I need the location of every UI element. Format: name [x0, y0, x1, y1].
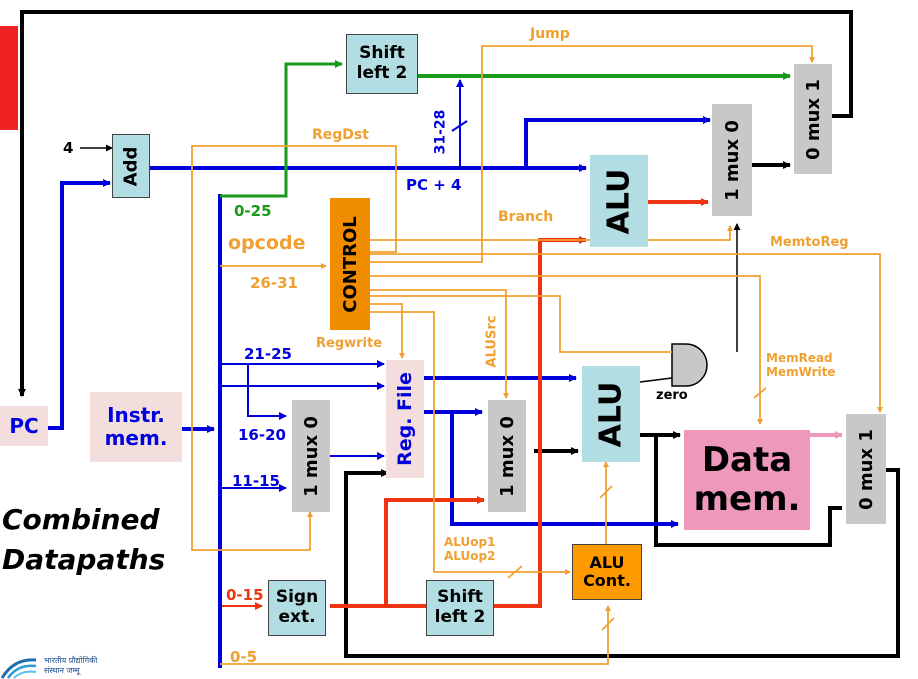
alu-main-block: ALU	[582, 366, 640, 462]
shift-left-bottom-label: Shift left 2	[434, 587, 486, 627]
bits-0-15-label: 0-15	[226, 586, 264, 604]
diagram-title: Combined Datapaths	[2, 500, 165, 580]
data-mem-label: Data mem.	[693, 439, 801, 519]
mux-branch-label: 1 mux 0	[721, 119, 743, 201]
shift-left-bottom-block: Shift left 2	[426, 580, 494, 636]
red-wires	[330, 198, 709, 608]
pc-plus-4-label: PC + 4	[406, 176, 462, 194]
alu-main-label: ALU	[593, 381, 629, 447]
memread-memwrite-label: MemRead MemWrite	[766, 351, 836, 379]
and-gate	[671, 343, 708, 387]
title-line-1: Combined	[2, 503, 160, 536]
bits-0-5-label: 0-5	[230, 648, 258, 666]
branch-label: Branch	[498, 209, 554, 225]
sign-ext-label: Sign ext.	[275, 587, 319, 627]
bits-21-25-label: 21-25	[244, 345, 292, 363]
instr-mem-label: Instr. mem.	[104, 403, 168, 450]
alu-cont-label: ALU Cont.	[583, 552, 631, 590]
regdst-label: RegDst	[312, 127, 369, 143]
opcode-label: opcode	[228, 232, 306, 254]
mux-jump-block: 0 mux 1	[794, 64, 832, 174]
mux-memtoreg-block: 0 mux 1	[846, 414, 886, 524]
mux-memtoreg-label: 0 mux 1	[855, 428, 877, 510]
title-line-2: Datapaths	[2, 543, 166, 576]
mux-regdst-block: 1 mux 0	[292, 400, 330, 512]
bits-11-15-label: 11-15	[232, 472, 280, 490]
mux-jump-label: 0 mux 1	[802, 78, 824, 160]
bits-31-28-label: 31-28	[432, 109, 449, 155]
alu-top-block: ALU	[590, 155, 648, 247]
blue-wires	[48, 116, 711, 668]
reg-file-block: Reg. File	[386, 360, 424, 478]
alu-cont-block: ALU Cont.	[572, 544, 642, 600]
add-block: Add	[112, 134, 150, 198]
zero-label: zero	[656, 388, 688, 403]
aluop-label: ALUop1 ALUop2	[444, 535, 496, 563]
const-4-label: 4	[63, 139, 74, 157]
shift-left-top-block: Shift left 2	[346, 34, 418, 94]
data-mem-block: Data mem.	[684, 430, 810, 530]
bits-0-25-label: 0-25	[234, 202, 272, 220]
mux-regdst-label: 1 mux 0	[300, 415, 322, 497]
control-wires	[191, 45, 883, 665]
slide-accent-tab	[0, 26, 18, 130]
black-wires	[18, 10, 900, 658]
logo-text: भारतीय प्रौद्योगिकी संस्थान जम्मू	[44, 656, 98, 675]
shift-left-top-label: Shift left 2	[356, 43, 408, 83]
alu-top-label: ALU	[601, 168, 637, 234]
institute-logo: भारतीय प्रौद्योगिकी संस्थान जम्मू	[0, 652, 110, 679]
jump-label: Jump	[530, 26, 570, 42]
mux-branch-block: 1 mux 0	[712, 104, 752, 216]
memtoreg-label: MemtoReg	[770, 235, 849, 250]
pc-label: PC	[9, 414, 39, 438]
bits-26-31-label: 26-31	[250, 274, 298, 292]
instr-mem-block: Instr. mem.	[90, 392, 182, 462]
mux-alusrc-label: 1 mux 0	[496, 415, 518, 497]
add-label: Add	[120, 146, 142, 186]
control-block: CONTROL	[330, 198, 370, 330]
reg-file-label: Reg. File	[394, 372, 416, 466]
bits-16-20-label: 16-20	[238, 426, 286, 444]
alusrc-label: ALUSrc	[484, 315, 500, 368]
regwrite-label: Regwrite	[316, 336, 383, 351]
control-label: CONTROL	[339, 215, 361, 313]
pc-block: PC	[0, 406, 48, 446]
logo-mark-icon	[0, 658, 37, 679]
mux-alusrc-block: 1 mux 0	[488, 400, 526, 512]
sign-ext-block: Sign ext.	[268, 580, 326, 636]
